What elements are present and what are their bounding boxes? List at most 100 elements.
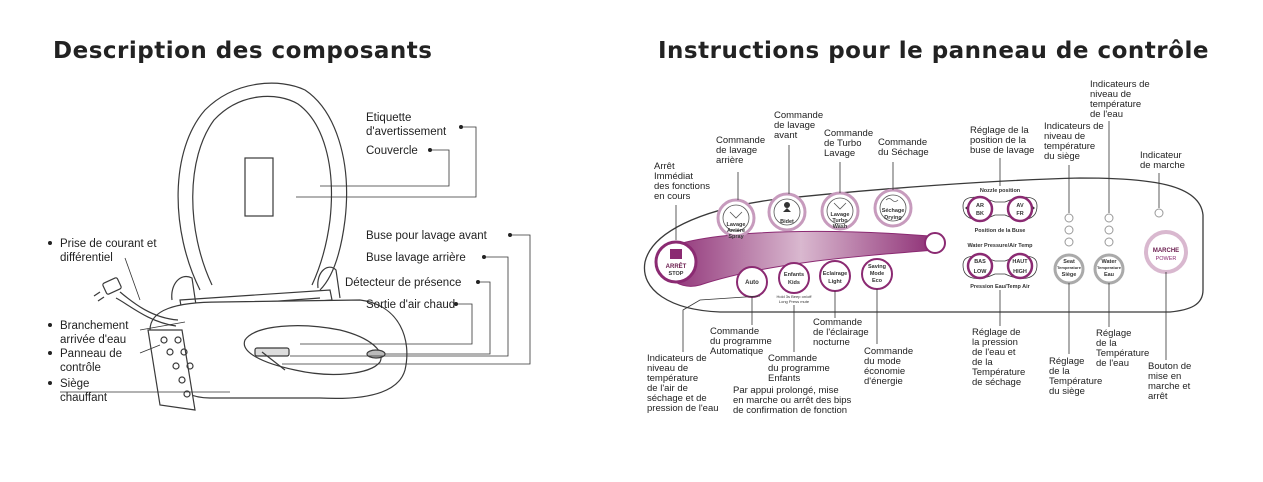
kids-note-1: Hold 3s Beep on/off bbox=[776, 294, 812, 299]
label-seat-temp-2: de la bbox=[1049, 366, 1070, 377]
kids-label-1: Enfants bbox=[784, 272, 804, 278]
label-heated-seat-line2: chauffant bbox=[60, 392, 108, 404]
eco-label-2: Mode bbox=[870, 271, 884, 277]
label-long-press-2: en marche ou arrêt des bips bbox=[733, 395, 852, 406]
label-warning-line1: Etiquette bbox=[366, 112, 411, 124]
pressure-title: Water Pressure/Air Temp bbox=[967, 243, 1033, 249]
label-drying-1: Commande bbox=[878, 137, 927, 148]
high-button[interactable]: HAUT HIGH bbox=[1006, 252, 1034, 280]
label-drying-2: du Séchage bbox=[878, 147, 929, 158]
turbo-spray-icon bbox=[833, 202, 847, 210]
left-leader-dots bbox=[48, 125, 512, 385]
label-power-ind-2: de marche bbox=[1140, 160, 1185, 171]
high-label-2: HIGH bbox=[1013, 269, 1027, 275]
drying-label-2: Drying bbox=[884, 215, 901, 221]
label-pressure-6: de séchage bbox=[972, 377, 1021, 388]
light-button[interactable]: Eclairage Light bbox=[819, 260, 851, 292]
label-auto-3: Automatique bbox=[710, 346, 763, 357]
label-water-ind-4: de l'eau bbox=[1090, 109, 1123, 120]
control-panel: ARRÊT STOP Lavage Arrière Spray Bidet La… bbox=[643, 177, 1204, 313]
right-heading: Instructions pour le panneau de contrôle bbox=[658, 38, 1209, 64]
label-presence-detector: Détecteur de présence bbox=[345, 277, 461, 289]
label-seat-temp-1: Réglage bbox=[1049, 356, 1084, 367]
rear-spray-icon bbox=[729, 211, 743, 219]
label-power-btn-2: mise en bbox=[1148, 371, 1181, 382]
eco-label-1: Saving bbox=[868, 264, 886, 270]
turbo-wash-button[interactable]: Lavage Turbo Wash bbox=[820, 191, 860, 231]
stop-button-label: ARRÊT bbox=[666, 262, 687, 270]
label-nozzle-3: buse de lavage bbox=[970, 145, 1034, 156]
label-power-ind-1: Indicateur bbox=[1140, 150, 1182, 161]
label-power-btn-4: arrêt bbox=[1148, 391, 1168, 402]
water-temp-label-3: Eau bbox=[1104, 272, 1114, 278]
power-indicator-light bbox=[1154, 208, 1164, 218]
label-turbo-3: Lavage bbox=[824, 148, 855, 159]
nozzle-front-button[interactable]: AV FR bbox=[1006, 195, 1034, 223]
eco-button[interactable]: Saving Mode Eco bbox=[861, 258, 893, 290]
water-temp-button[interactable]: Water Temperature Eau bbox=[1093, 253, 1125, 285]
nozzle-back-button[interactable]: AR BK bbox=[966, 195, 994, 223]
light-label-2: Light bbox=[828, 279, 842, 285]
label-water-temp-4: de l'eau bbox=[1096, 358, 1129, 369]
kids-button[interactable]: Enfants Kids bbox=[778, 262, 810, 294]
rear-wash-button[interactable]: Lavage Arrière Spray bbox=[716, 198, 756, 240]
light-label-1: Eclairage bbox=[823, 271, 847, 277]
stop-button-sub: STOP bbox=[669, 271, 684, 277]
label-stop-4: en cours bbox=[654, 191, 691, 202]
label-kids-3: Enfants bbox=[768, 373, 800, 384]
bidet-button[interactable]: Bidet bbox=[767, 192, 807, 232]
turbo-label-3: Wash bbox=[833, 224, 848, 230]
label-auto-1: Commande bbox=[710, 326, 759, 337]
rear-wash-label-3: Spray bbox=[728, 234, 744, 240]
stop-button[interactable]: ARRÊT STOP bbox=[654, 240, 698, 284]
drying-button[interactable]: Séchage Drying bbox=[873, 188, 913, 228]
water-temp-label-1: Water bbox=[1101, 259, 1117, 265]
seat-temp-button[interactable]: Seat Temperature Siège bbox=[1053, 253, 1085, 285]
label-nozzle-2: position de la bbox=[970, 135, 1027, 146]
bidet-label: Bidet bbox=[780, 219, 794, 225]
seat-temp-label-2: Temperature bbox=[1057, 265, 1082, 270]
bidet-icon bbox=[784, 202, 790, 208]
right-leader-lines bbox=[675, 121, 1167, 360]
label-kids-1: Commande bbox=[768, 353, 817, 364]
label-water-temp-3: Température bbox=[1096, 348, 1149, 359]
label-eco-3: économie bbox=[864, 366, 905, 377]
rear-wash-label-2: Arrière bbox=[727, 228, 745, 234]
label-front-wash-3: avant bbox=[774, 130, 798, 141]
label-power-plug-line2: différentiel bbox=[60, 252, 113, 264]
label-stop-1: Arrêt bbox=[654, 161, 675, 172]
label-water-ind-2: niveau de bbox=[1090, 89, 1131, 100]
label-seat-temp-4: du siège bbox=[1049, 386, 1085, 397]
water-temp-indicators bbox=[1104, 213, 1114, 247]
nozzle-back-label-1: AR bbox=[976, 203, 984, 209]
label-eco-1: Commande bbox=[864, 346, 913, 357]
high-label-1: HAUT bbox=[1012, 259, 1028, 265]
nozzle-front-label-1: AV bbox=[1016, 203, 1024, 209]
power-label-2: POWER bbox=[1156, 256, 1177, 262]
label-seat-temp-3: Température bbox=[1049, 376, 1102, 387]
label-pressure-5: Température bbox=[972, 367, 1025, 378]
nozzle-back-label-2: BK bbox=[976, 211, 984, 217]
label-air-ind-3: température bbox=[647, 373, 698, 384]
label-air-ind-6: pression de l'eau bbox=[647, 403, 719, 414]
label-light-2: de l'éclairage bbox=[813, 327, 869, 338]
label-warning-line2: d'avertissement bbox=[366, 126, 447, 138]
label-water-inlet-line2: arrivée d'eau bbox=[60, 334, 126, 346]
label-pressure-4: de la bbox=[972, 357, 993, 368]
drying-label-1: Séchage bbox=[882, 208, 905, 214]
turbo-label-1: Lavage bbox=[831, 212, 850, 218]
label-heated-seat-line1: Siège bbox=[60, 378, 89, 390]
label-seat-ind-1: Indicateurs de bbox=[1044, 121, 1104, 132]
low-button[interactable]: BAS LOW bbox=[966, 252, 994, 280]
label-seat-ind-4: du siège bbox=[1044, 151, 1080, 162]
label-seat-ind-2: niveau de bbox=[1044, 131, 1085, 142]
power-button[interactable]: MARCHE POWER bbox=[1144, 230, 1188, 274]
rear-wash-label-1: Lavage bbox=[727, 222, 746, 228]
label-air-ind-5: séchage et de bbox=[647, 393, 707, 404]
low-label-2: LOW bbox=[974, 269, 988, 275]
left-labels: Etiquette d'avertissement Couvercle Buse… bbox=[60, 112, 488, 404]
left-leader-lines bbox=[60, 126, 531, 393]
label-eco-4: d'énergie bbox=[864, 376, 903, 387]
auto-button[interactable]: Auto bbox=[736, 266, 768, 298]
